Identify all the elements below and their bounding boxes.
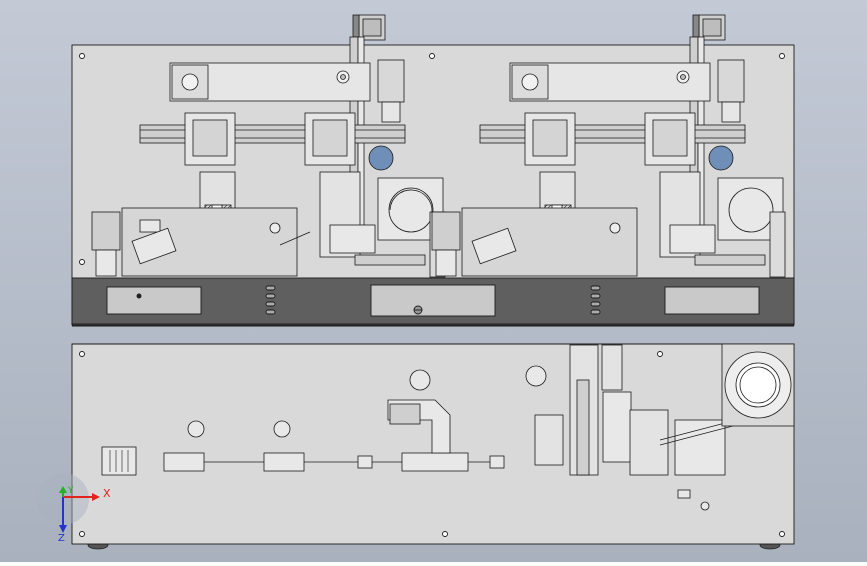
upper-left-module <box>91 14 446 278</box>
y-axis-label: Y <box>67 486 74 496</box>
band-slots-right <box>590 285 601 315</box>
z-axis-label: Z <box>58 533 65 544</box>
band-slots-left <box>265 285 276 315</box>
x-axis-label: X <box>103 487 111 500</box>
band-window-left <box>106 286 202 315</box>
stepper-motor-left <box>352 14 386 41</box>
band-window-center <box>370 284 496 317</box>
cable-connector <box>101 446 137 476</box>
linear-rail-left <box>139 124 406 144</box>
upper-right-module <box>431 14 786 278</box>
stepper-motor-right <box>692 14 726 41</box>
band-window-right <box>664 286 760 315</box>
axis-triad: X Y Z <box>37 473 111 544</box>
lower-components <box>101 343 795 511</box>
front-band <box>71 277 795 325</box>
